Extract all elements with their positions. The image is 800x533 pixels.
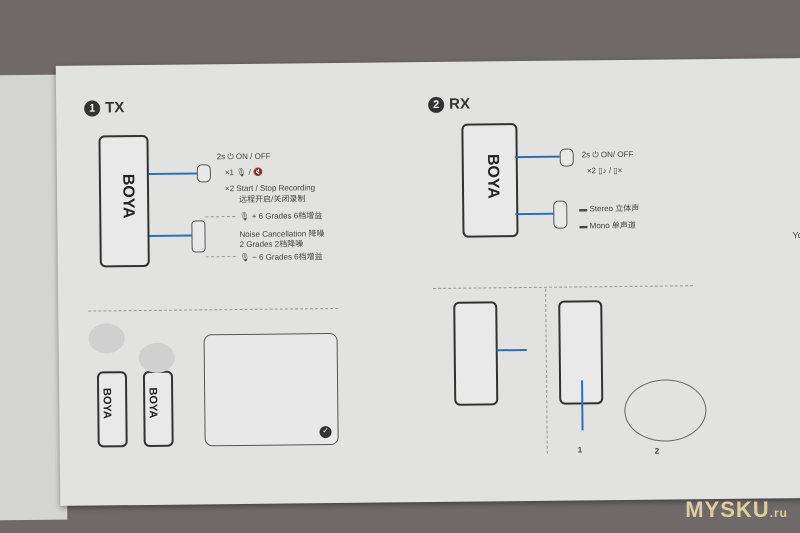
zoom-circle bbox=[624, 379, 707, 442]
tx-device: BOYA bbox=[98, 134, 150, 268]
check-icon: ✓ bbox=[319, 426, 332, 439]
windscreen-icon bbox=[138, 342, 175, 374]
gain-button-icon bbox=[191, 220, 206, 253]
rx-device: BOYA bbox=[461, 123, 519, 238]
divider bbox=[88, 307, 339, 312]
mode-switch-icon bbox=[553, 200, 568, 229]
power-button-icon bbox=[196, 164, 211, 183]
windscreen-icon bbox=[88, 323, 125, 354]
wearing-illustration: ✓ bbox=[203, 332, 339, 447]
arrow bbox=[148, 172, 197, 175]
power-button-icon bbox=[559, 148, 574, 167]
arrow bbox=[149, 234, 192, 237]
watermark: MYSKU.ru bbox=[685, 497, 788, 522]
brand-logo: BOYA bbox=[119, 173, 137, 219]
rx-device-usb bbox=[453, 301, 499, 406]
